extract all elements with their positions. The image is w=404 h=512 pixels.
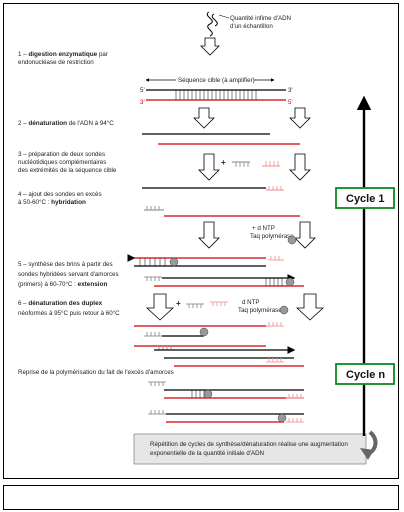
dntp-label-2: d NTP [242, 299, 260, 306]
reprise-text: Reprise de la polymérisation du fait de … [18, 369, 174, 376]
target-sequence-label: Séquence cible (à amplifier) [178, 77, 255, 84]
curved-return-arrow-icon [360, 430, 378, 460]
down-arrow-icon [193, 107, 311, 129]
plus-sign: + [176, 299, 181, 308]
cycle-1-label: Cycle 1 [346, 193, 385, 205]
three-prime-label: 3' [288, 87, 293, 94]
down-arrow-icon [200, 37, 220, 56]
base-pairs [175, 90, 257, 100]
step1-text: 1 – digestion enzymatique par [18, 51, 108, 58]
probe-gray [232, 161, 250, 167]
step5-text-3: (primers) à 60-70°C : extension [18, 281, 107, 288]
down-arrow-icon [198, 221, 316, 249]
cycle-n-box [335, 363, 395, 385]
step3-text-2: nucléotidiques complémentaires [18, 159, 106, 166]
caption-box [3, 485, 399, 510]
polymerase-icon [287, 235, 297, 245]
step1-text-2: endonucléase de restriction [18, 59, 94, 66]
pcr-diagram: Quantité infime d'ADN d'un échantillon 1… [18, 11, 395, 465]
sample-label-1: Quantité infime d'ADN [230, 15, 291, 22]
step4-text-1: 4 – ajout des sondes en excès [18, 191, 102, 198]
probe-pink-bound [266, 186, 284, 191]
step4-text-2: à 50-60°C : hybridation [18, 199, 86, 206]
cycle-n-label: Cycle n [346, 369, 385, 381]
summary-note-box [133, 433, 367, 465]
down-arrow-icon [145, 293, 325, 321]
step2-text: 2 – dénaturation de l'ADN à 94°C [18, 120, 114, 127]
polymerase-icon [279, 305, 289, 315]
step6-text-1: 6 – dénaturation des duplex [18, 300, 103, 307]
diagram-frame: Quantité infime d'ADN d'un échantillon 1… [3, 3, 399, 479]
summary-note-1: Répétition de cycles de synthèse/dénatur… [150, 441, 348, 448]
taq-label-2: Taq polymérase [238, 307, 282, 314]
probe-gray-bound [144, 206, 164, 211]
five-prime-label: 5' [140, 87, 145, 94]
sample-label-2: d'un échantillon [230, 23, 273, 30]
step3-text-1: 3 – préparation de deux sondes [18, 151, 105, 158]
step5-text-1: 5 – synthèse des brins à partir des [18, 261, 113, 268]
step5-text-2: sondes hybridées servant d'amorces [18, 271, 119, 278]
step6-text-2: néoformés à 95°C puis retour à 60°C [18, 310, 120, 317]
three-prime-label-red: 3' [140, 99, 145, 106]
plus-sign: + [221, 158, 226, 167]
summary-note-2: exponentielle de la quantité initiale d'… [150, 450, 264, 457]
dna-sample-icon [206, 11, 218, 37]
taq-label: Taq polymérase [250, 233, 294, 240]
down-arrow-icon [198, 153, 311, 181]
probe-pink [262, 161, 280, 167]
dntp-label: + d NTP [252, 225, 275, 232]
five-prime-label-red: 5' [288, 99, 293, 106]
cycle-1-box [335, 187, 395, 209]
step3-text-3: des extrémités de la séquence cible [18, 167, 117, 174]
